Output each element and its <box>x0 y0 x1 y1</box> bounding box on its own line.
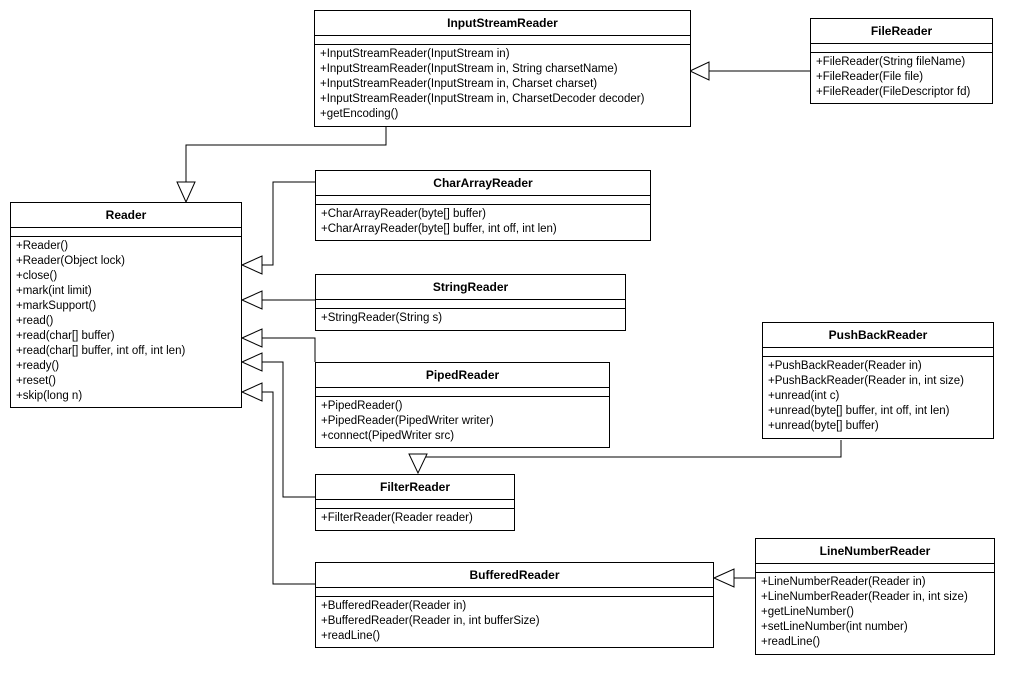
operations-compartment: +CharArrayReader(byte[] buffer) +CharArr… <box>316 205 650 239</box>
operations-compartment: +StringReader(String s) <box>316 309 625 328</box>
attributes-compartment <box>316 300 625 309</box>
operation: +skip(long n) <box>16 390 83 402</box>
operation: +markSupport() <box>16 300 97 312</box>
arrowhead-reader-2 <box>240 290 263 310</box>
edge-bufferedreader-reader <box>262 391 315 585</box>
operation: +Reader(Object lock) <box>16 255 125 267</box>
attributes-compartment <box>763 348 993 357</box>
operation: +setLineNumber(int number) <box>761 621 908 633</box>
attributes-compartment <box>316 588 713 597</box>
arrowhead-reader-5 <box>240 382 263 402</box>
attributes-compartment <box>316 388 609 397</box>
attributes-compartment <box>811 44 992 53</box>
class-file-reader: FileReader +FileReader(String fileName) … <box>810 18 993 104</box>
operation: +CharArrayReader(byte[] buffer, int off,… <box>321 223 557 235</box>
arrowhead-bufferedreader <box>712 568 735 588</box>
operations-compartment: +PushBackReader(Reader in) +PushBackRead… <box>763 357 993 436</box>
arrowhead-reader-4 <box>240 352 263 372</box>
class-name: BufferedReader <box>316 563 713 588</box>
operation: +ready() <box>16 360 60 372</box>
operation: +connect(PipedWriter src) <box>321 430 455 442</box>
operations-compartment: +BufferedReader(Reader in) +BufferedRead… <box>316 597 713 646</box>
operation: +PipedReader(PipedWriter writer) <box>321 415 494 427</box>
operation: +readLine() <box>321 630 381 642</box>
operation: +LineNumberReader(Reader in) <box>761 576 926 588</box>
operation: +FilterReader(Reader reader) <box>321 512 473 524</box>
edge-chararrayreader-reader <box>262 181 315 266</box>
operation: +FileReader(File file) <box>816 71 924 83</box>
operation: +FileReader(FileDescriptor fd) <box>816 86 971 98</box>
class-input-stream-reader: InputStreamReader +InputStreamReader(Inp… <box>314 10 691 127</box>
class-push-back-reader: PushBackReader +PushBackReader(Reader in… <box>762 322 994 439</box>
operation: +getLineNumber() <box>761 606 855 618</box>
operation: +BufferedReader(Reader in) <box>321 600 467 612</box>
operation: +read() <box>16 315 54 327</box>
operation: +PushBackReader(Reader in, int size) <box>768 375 964 387</box>
operation: +unread(int c) <box>768 390 840 402</box>
edge-filterreader-reader <box>262 361 315 498</box>
operation: +InputStreamReader(InputStream in, Chars… <box>320 93 645 105</box>
arrowhead-reader-top <box>176 181 196 204</box>
attributes-compartment <box>756 564 994 573</box>
operations-compartment: +InputStreamReader(InputStream in) +Inpu… <box>315 45 690 124</box>
attributes-compartment <box>316 500 514 509</box>
class-name: CharArrayReader <box>316 171 650 196</box>
operation: +read(char[] buffer) <box>16 330 115 342</box>
operation: +FileReader(String fileName) <box>816 56 966 68</box>
arrowhead-reader-3 <box>240 328 263 348</box>
operation: +BufferedReader(Reader in, int bufferSiz… <box>321 615 540 627</box>
operations-compartment: +FileReader(String fileName) +FileReader… <box>811 53 992 102</box>
class-name: Reader <box>11 203 241 228</box>
arrowhead-filterreader <box>408 453 428 475</box>
operation: +Reader() <box>16 240 69 252</box>
operation: +unread(byte[] buffer, int off, int len) <box>768 405 950 417</box>
operation: +PipedReader() <box>321 400 403 412</box>
attributes-compartment <box>316 196 650 205</box>
class-buffered-reader: BufferedReader +BufferedReader(Reader in… <box>315 562 714 648</box>
attributes-compartment <box>315 36 690 45</box>
class-name: PushBackReader <box>763 323 993 348</box>
arrowhead-inputstreamreader <box>688 61 710 81</box>
edge-inputstreamreader-reader <box>185 127 387 182</box>
operation: +InputStreamReader(InputStream in, Strin… <box>320 63 618 75</box>
operation: +reset() <box>16 375 56 387</box>
operation: +unread(byte[] buffer) <box>768 420 879 432</box>
edge-pipedreader-reader <box>262 337 316 362</box>
class-name: FilterReader <box>316 475 514 500</box>
operation: +close() <box>16 270 58 282</box>
class-filter-reader: FilterReader +FilterReader(Reader reader… <box>315 474 515 531</box>
operation: +getEncoding() <box>320 108 399 120</box>
class-piped-reader: PipedReader +PipedReader() +PipedReader(… <box>315 362 610 448</box>
class-name: FileReader <box>811 19 992 44</box>
class-line-number-reader: LineNumberReader +LineNumberReader(Reade… <box>755 538 995 655</box>
operations-compartment: +LineNumberReader(Reader in) +LineNumber… <box>756 573 994 652</box>
class-name: InputStreamReader <box>315 11 690 36</box>
arrowhead-reader-1 <box>240 255 263 275</box>
operation: +PushBackReader(Reader in) <box>768 360 922 372</box>
operation: +InputStreamReader(InputStream in) <box>320 48 510 60</box>
operation: +mark(int limit) <box>16 285 92 297</box>
operations-compartment: +FilterReader(Reader reader) <box>316 509 514 528</box>
operation: +CharArrayReader(byte[] buffer) <box>321 208 487 220</box>
class-string-reader: StringReader +StringReader(String s) <box>315 274 626 331</box>
operation: +read(char[] buffer, int off, int len) <box>16 345 186 357</box>
class-name: StringReader <box>316 275 625 300</box>
operations-compartment: +PipedReader() +PipedReader(PipedWriter … <box>316 397 609 446</box>
operation: +LineNumberReader(Reader in, int size) <box>761 591 968 603</box>
operation: +StringReader(String s) <box>321 312 443 324</box>
attributes-compartment <box>11 228 241 237</box>
operation: +InputStreamReader(InputStream in, Chars… <box>320 78 598 90</box>
class-reader: Reader +Reader() +Reader(Object lock) +c… <box>10 202 242 408</box>
class-name: LineNumberReader <box>756 539 994 564</box>
class-char-array-reader: CharArrayReader +CharArrayReader(byte[] … <box>315 170 651 241</box>
operations-compartment: +Reader() +Reader(Object lock) +close() … <box>11 237 241 406</box>
operation: +readLine() <box>761 636 821 648</box>
class-name: PipedReader <box>316 363 609 388</box>
